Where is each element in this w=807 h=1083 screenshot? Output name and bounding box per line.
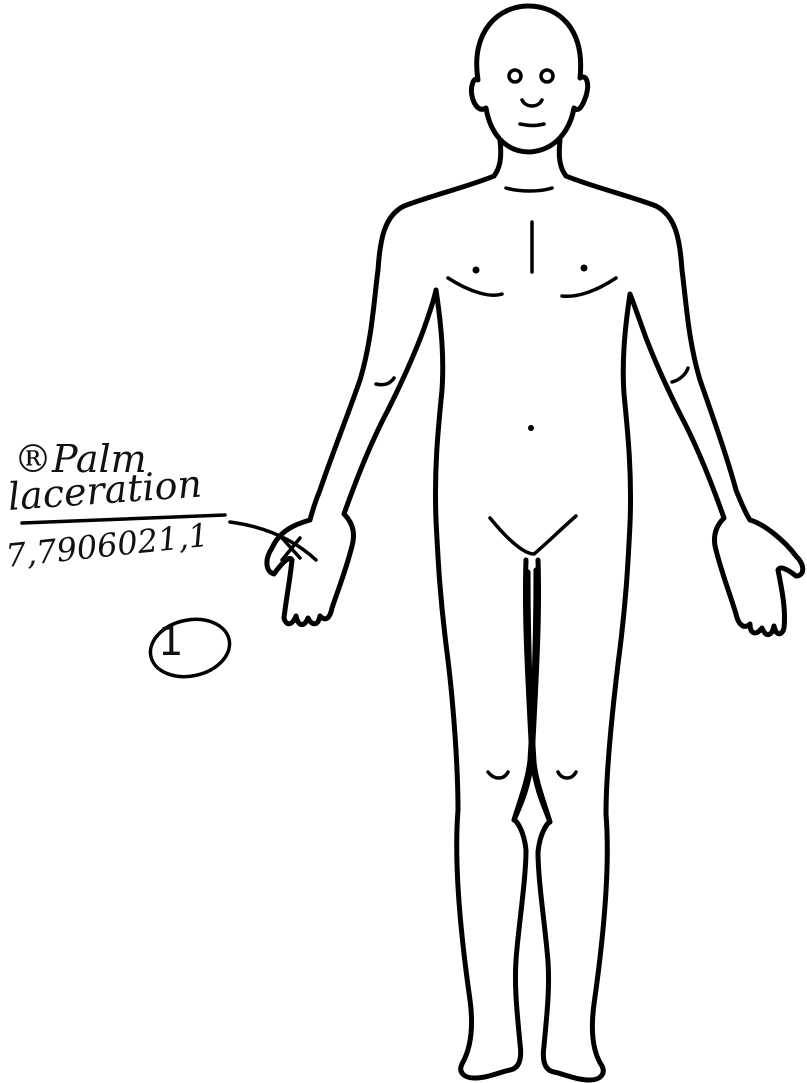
- head-outline: [471, 6, 587, 152]
- annotation-circled-number: 1: [158, 622, 183, 662]
- body-right-outline: [528, 176, 803, 1080]
- neck-right: [559, 140, 566, 176]
- neck-left: [494, 140, 501, 176]
- body-left-outline: [267, 176, 536, 1078]
